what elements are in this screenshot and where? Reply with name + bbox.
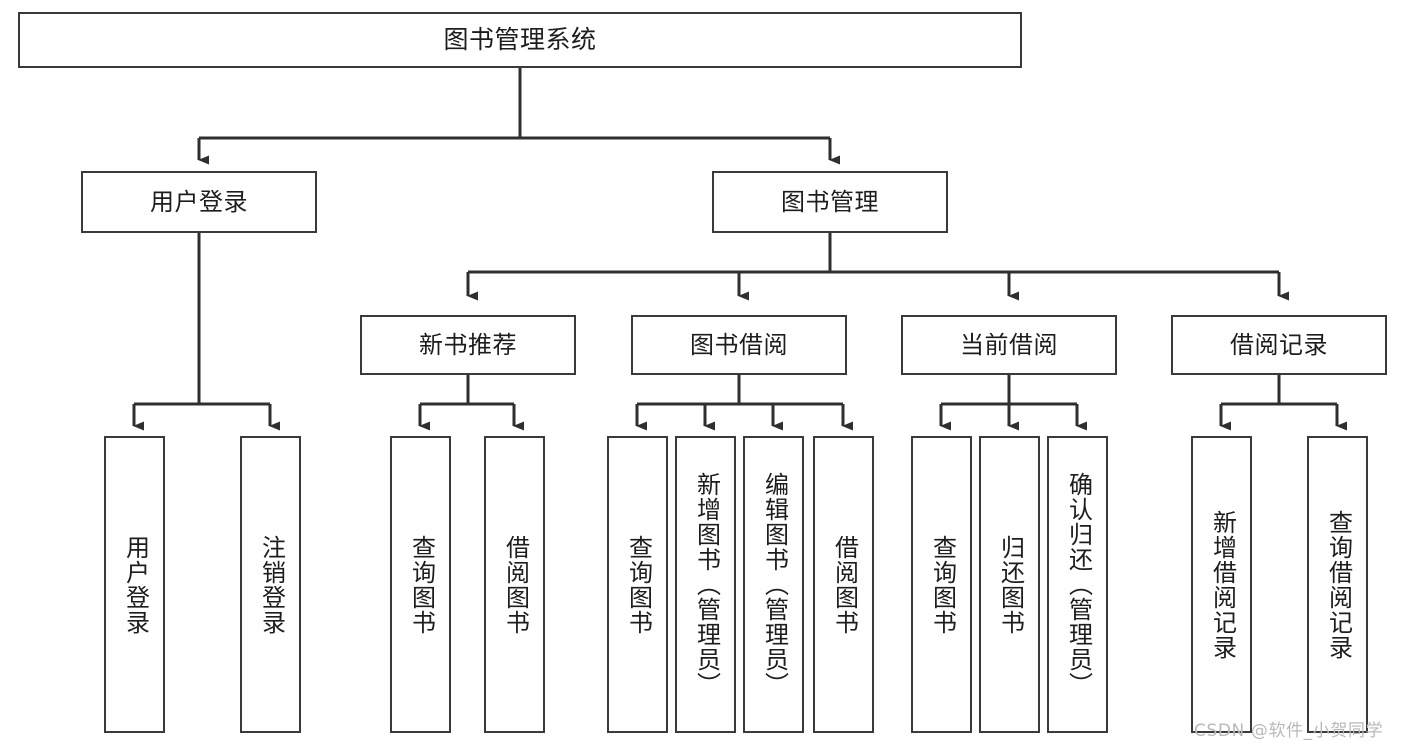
node-label: 图书管理系统 — [443, 25, 597, 55]
node-label: 查询借阅记录 — [1324, 509, 1353, 660]
node-label: 借阅图书 — [830, 534, 859, 635]
node-label: 新增图书（管理员） — [692, 472, 721, 697]
leaf-user-login-logout[interactable]: 注销登录 — [240, 436, 301, 733]
node-root-system[interactable]: 图书管理系统 — [18, 12, 1022, 68]
leaf-current-borrow-return[interactable]: 归还图书 — [979, 436, 1040, 733]
node-user-login[interactable]: 用户登录 — [81, 171, 317, 233]
leaf-book-borrow-add[interactable]: 新增图书（管理员） — [675, 436, 736, 733]
leaf-book-borrow-query[interactable]: 查询图书 — [607, 436, 668, 733]
node-label: 查询图书 — [624, 534, 653, 635]
node-label: 图书管理 — [781, 187, 879, 216]
node-label: 注销登录 — [257, 534, 286, 635]
node-book-management[interactable]: 图书管理 — [712, 171, 948, 233]
leaf-book-borrow-edit[interactable]: 编辑图书（管理员） — [743, 436, 804, 733]
node-label: 图书借阅 — [690, 330, 788, 359]
leaf-user-login-login[interactable]: 用户登录 — [104, 436, 165, 733]
node-label: 新书推荐 — [419, 330, 517, 359]
node-book-borrow[interactable]: 图书借阅 — [631, 315, 847, 375]
node-new-book-recommend[interactable]: 新书推荐 — [360, 315, 576, 375]
leaf-current-borrow-query[interactable]: 查询图书 — [911, 436, 972, 733]
leaf-borrow-record-query[interactable]: 查询借阅记录 — [1307, 436, 1368, 733]
leaf-new-book-borrow[interactable]: 借阅图书 — [484, 436, 545, 733]
leaf-book-borrow-borrow[interactable]: 借阅图书 — [813, 436, 874, 733]
node-label: 借阅记录 — [1230, 330, 1328, 359]
leaf-borrow-record-add[interactable]: 新增借阅记录 — [1191, 436, 1252, 733]
node-label: 查询图书 — [928, 534, 957, 635]
node-label: 用户登录 — [121, 534, 150, 635]
node-label: 编辑图书（管理员） — [760, 472, 789, 697]
csdn-watermark: CSDN @软件_小贺同学 — [1194, 721, 1384, 741]
leaf-current-borrow-confirm[interactable]: 确认归还（管理员） — [1047, 436, 1108, 733]
node-label: 用户登录 — [150, 187, 248, 216]
leaf-new-book-query[interactable]: 查询图书 — [390, 436, 451, 733]
node-label: 确认归还（管理员） — [1064, 472, 1093, 697]
node-label: 查询图书 — [407, 534, 436, 635]
node-label: 归还图书 — [996, 534, 1025, 635]
node-label: 借阅图书 — [501, 534, 530, 635]
node-current-borrow[interactable]: 当前借阅 — [901, 315, 1117, 375]
node-label: 新增借阅记录 — [1208, 509, 1237, 660]
node-label: 当前借阅 — [960, 330, 1058, 359]
node-borrow-record[interactable]: 借阅记录 — [1171, 315, 1387, 375]
